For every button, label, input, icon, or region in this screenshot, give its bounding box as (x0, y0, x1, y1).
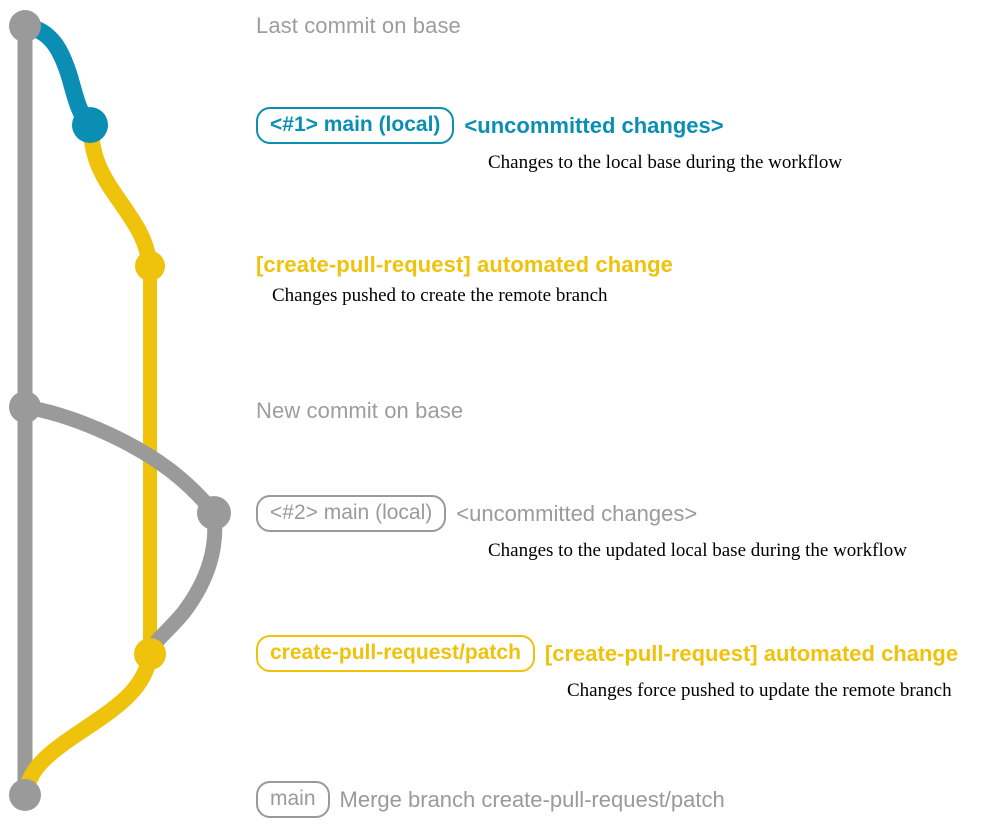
commit-node-automated-1[interactable] (135, 251, 165, 281)
edge-local-2-to-automated-2 (142, 505, 223, 662)
row-merge: main Merge branch create-pull-request/pat… (256, 781, 725, 819)
row-new-commit-on-base: New commit on base (256, 398, 463, 424)
edge-local-1-to-automated-1 (82, 117, 158, 274)
row-headline: [create-pull-request] automated change (256, 252, 673, 277)
row-headline: New commit on base (256, 398, 464, 423)
edge-new-base-to-local-2 (17, 399, 222, 521)
commit-subject-uncommitted-2: <uncommitted changes> (456, 500, 698, 526)
row-local-1: <#1> main (local) <uncommitted changes> C… (256, 107, 842, 174)
row-automated-change-1: [create-pull-request] automated change C… (256, 252, 673, 307)
commit-description-1: Changes to the local base during the wor… (488, 152, 843, 174)
commit-node-local-2[interactable] (197, 496, 231, 530)
commit-subject-automated-2: [create-pull-request] automated change (544, 640, 959, 666)
row-headline: Last commit on base (256, 13, 461, 38)
branch-pill-create-pull-request-patch[interactable]: create-pull-request/patch (256, 635, 535, 673)
branch-pill-main-local-2[interactable]: <#2> main (local) (256, 495, 447, 533)
commit-node-automated-2[interactable] (134, 638, 166, 670)
commit-node-last-on-base[interactable] (9, 10, 41, 42)
git-graph-svg (9, 10, 231, 811)
commit-description-2: Changes pushed to create the remote bran… (272, 285, 608, 306)
row-automated-change-2: create-pull-request/patch [create-pull-re… (256, 635, 958, 702)
edge-automated-2-to-merge (17, 646, 158, 803)
commit-subject-uncommitted-1: <uncommitted changes> (464, 112, 724, 138)
commit-description-3: Changes to the updated local base during… (488, 540, 907, 562)
commit-description-4: Changes force pushed to update the remot… (567, 680, 952, 702)
branch-pill-main-local-1[interactable]: <#1> main (local) (256, 107, 455, 145)
commit-node-local-1[interactable] (72, 107, 108, 143)
commit-node-new-on-base[interactable] (9, 391, 41, 423)
branch-pill-main[interactable]: main (256, 781, 330, 819)
row-last-commit-on-base: Last commit on base (256, 13, 461, 39)
commit-node-merge[interactable] (9, 779, 41, 811)
commit-subject-merge: Merge branch create-pull-request/patch (339, 786, 725, 812)
row-local-2: <#2> main (local) <uncommitted changes> C… (256, 495, 907, 562)
